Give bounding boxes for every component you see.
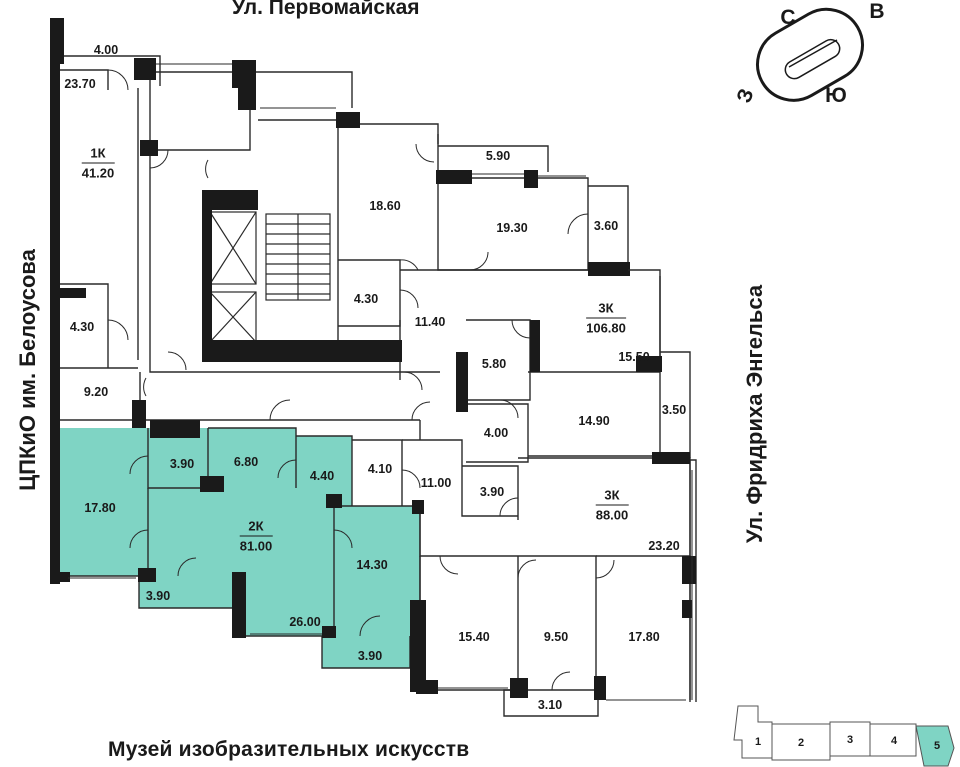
apartment-area: 81.00 [239,538,273,554]
door-swings [107,69,615,691]
room-area: 6.80 [233,455,259,469]
windows [68,63,693,701]
street-top-label: Ул. Первомайская [232,0,420,19]
room-area: 4.30 [353,292,379,306]
room-area: 11.00 [420,476,452,490]
apartment-area: 106.80 [586,320,626,336]
apartment-type: 2К [248,518,264,534]
room-area: 3.90 [479,485,505,499]
room-area: 23.20 [648,539,680,553]
apartment-type: 1К [90,145,106,161]
room-area: 3.50 [661,403,687,417]
apartment-label[interactable]: 3К 106.80 [586,301,626,336]
apartment-divider [81,162,115,164]
room-area: 3.60 [593,219,619,233]
apartment-type: 3К [604,487,620,503]
room-area: 5.80 [481,357,507,371]
room-area: 4.00 [93,43,119,57]
section-number[interactable]: 3 [846,734,854,746]
room-area: 3.90 [357,649,383,663]
section-number[interactable]: 2 [797,737,805,749]
room-area: 4.10 [367,462,393,476]
room-area: 17.80 [628,630,660,644]
room-area: 18.60 [369,199,401,213]
room-area: 4.30 [69,320,95,334]
room-area: 3.10 [537,698,563,712]
room-area: 9.20 [83,385,109,399]
room-area: 4.00 [483,426,509,440]
apartment-label[interactable]: 2К 81.00 [239,518,273,554]
apartment-area: 88.00 [595,507,629,523]
apartment-divider [595,504,629,506]
room-area: 3.90 [169,457,195,471]
room-area: 23.70 [64,77,96,91]
room-area: 9.50 [543,630,569,644]
room-area: 14.30 [356,558,388,572]
structural-walls [50,18,696,700]
street-bottom-label: Музей изобразительных искусств [108,738,470,761]
apartment-area: 41.20 [81,165,115,181]
stair-core [209,211,331,343]
room-area: 19.30 [496,221,528,235]
compass-east: В [869,0,885,23]
compass-south: Ю [825,84,847,107]
apartment-type: 3К [598,300,614,316]
room-area: 5.90 [485,149,511,163]
room-area: 14.90 [578,414,610,428]
room-area: 26.00 [289,615,321,629]
street-right-label: Ул. Фридриха Энгельса [742,284,767,544]
room-area: 17.80 [84,501,116,515]
street-left-label: ЦПКиО им. Белоусова [15,249,40,491]
section-number-selected[interactable]: 5 [933,740,941,752]
apartment-divider [586,317,626,319]
room-area: 15.50 [618,350,650,364]
apartment-divider [239,535,273,537]
compass-north: С [780,6,796,29]
section-number[interactable]: 1 [754,736,762,748]
section-number[interactable]: 4 [890,735,898,747]
apartment-label[interactable]: 1К 41.20 [81,145,115,181]
section-key-map [733,705,955,767]
compass-rose [756,7,864,102]
room-area: 15.40 [458,630,490,644]
room-area: 3.90 [145,589,171,603]
apartment-label[interactable]: 3К 88.00 [595,487,629,523]
room-area: 4.40 [309,469,335,483]
room-area: 11.40 [414,315,446,329]
